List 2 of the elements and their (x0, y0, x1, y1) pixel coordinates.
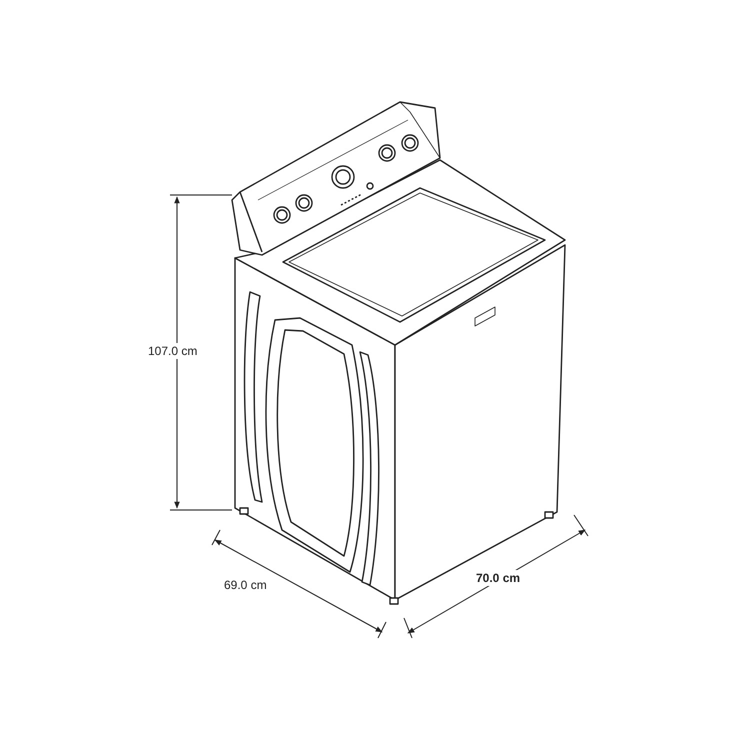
dimension-label: 107.0 cm (146, 343, 200, 359)
dimension-label: 70.0 cm (474, 570, 522, 586)
